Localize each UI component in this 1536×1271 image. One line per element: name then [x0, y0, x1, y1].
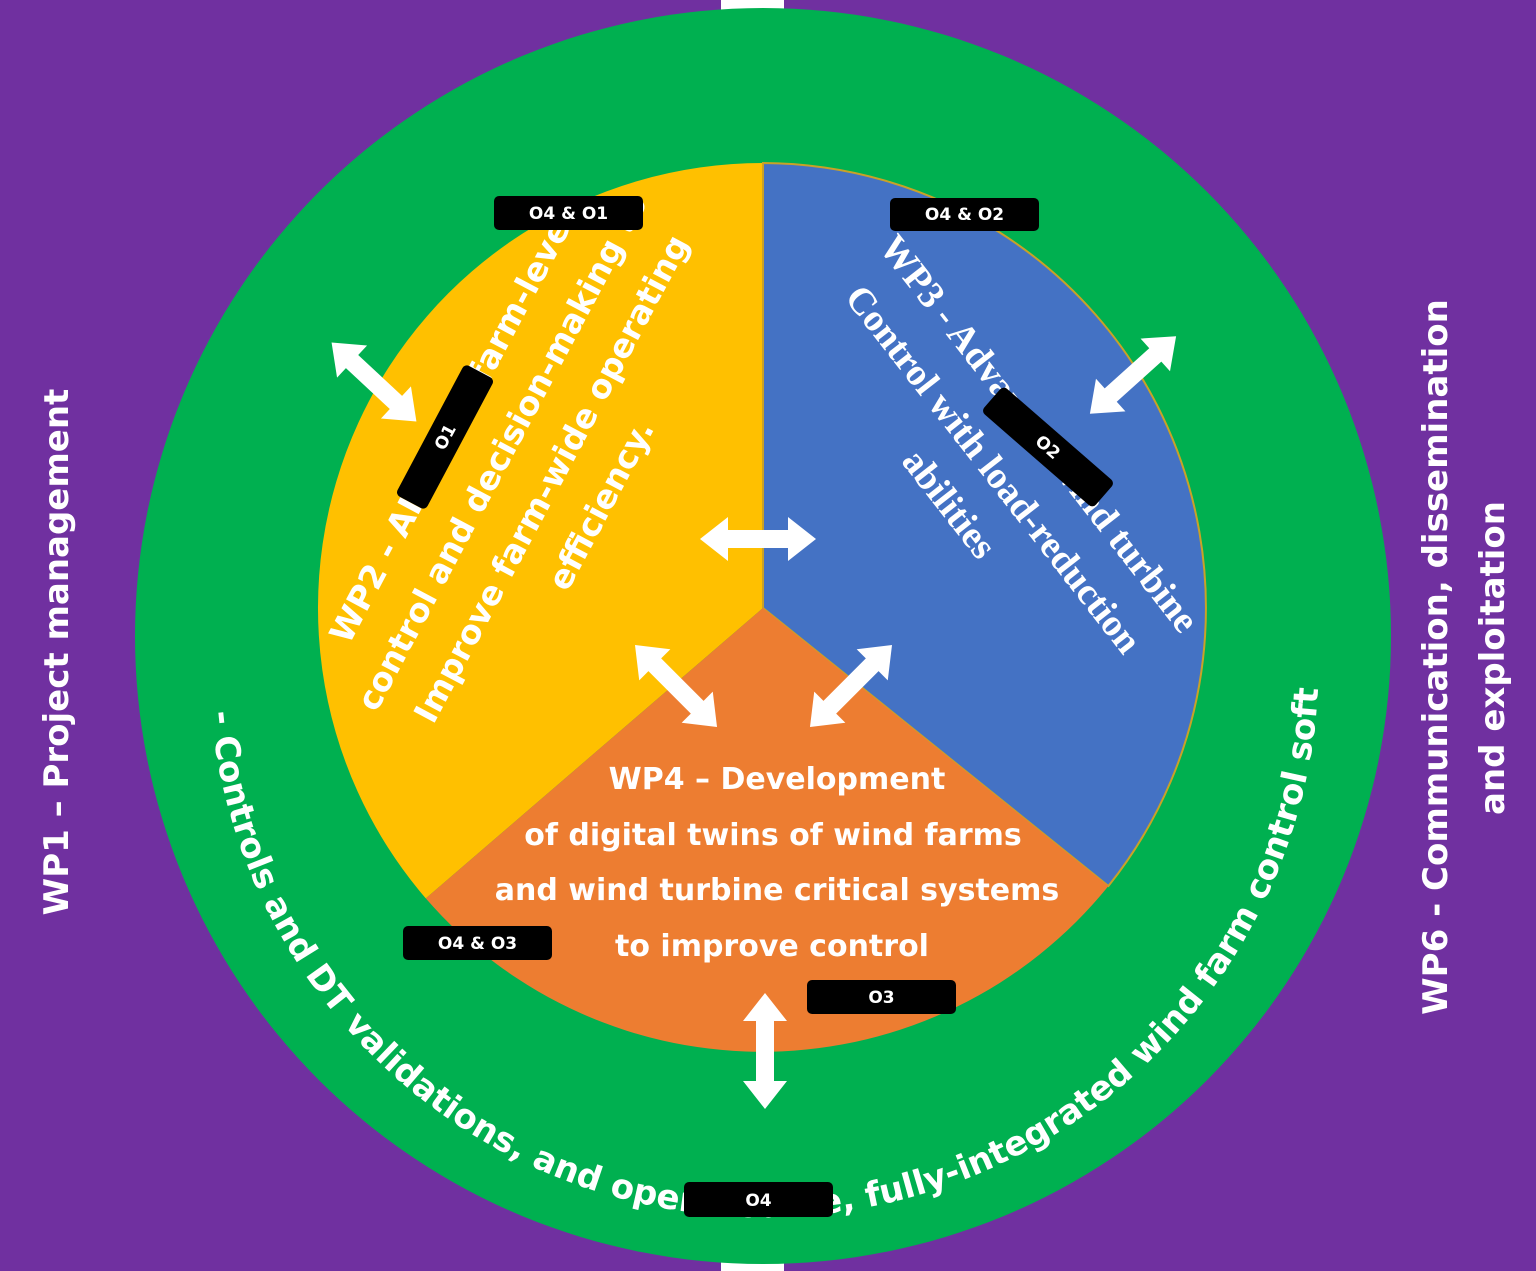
- wp4-sector: [425, 608, 1109, 1052]
- badge-o4-o1: O4 & O1: [494, 196, 643, 230]
- badge-o2: O2: [983, 387, 1113, 507]
- badge-o4-o1-label: O4 & O1: [529, 204, 608, 224]
- wp1-label: WP1 – Project management: [37, 389, 77, 916]
- badge-o3-label: O3: [868, 988, 894, 1008]
- badge-o4-o3-label: O4 & O3: [438, 934, 517, 954]
- wp6-label-line2: and exploitation: [1473, 501, 1513, 815]
- badge-o4-o3: O4 & O3: [403, 926, 552, 960]
- badge-o1: O1: [397, 365, 493, 509]
- wp4-line1: WP4 – Development: [609, 762, 946, 797]
- badge-o4-o2: O4 & O2: [890, 198, 1039, 231]
- wp6-label-line1: WP6 - Communication, dissemination: [1416, 299, 1456, 1015]
- badge-o4-label: O4: [745, 1191, 771, 1211]
- wp4-line2: of digital twins of wind farms: [524, 818, 1022, 853]
- wp4-text: WP4 – Development of digital twins of wi…: [495, 762, 1060, 964]
- badge-o4: O4: [684, 1182, 833, 1217]
- wp2-sector: [317, 163, 763, 899]
- wp4-line4: to improve control: [615, 929, 929, 964]
- badge-o4-o2-label: O4 & O2: [925, 205, 1004, 225]
- wp3-sector: [762, 161, 1207, 888]
- wp4-line3: and wind turbine critical systems: [495, 873, 1060, 908]
- badge-o3: O3: [807, 980, 956, 1014]
